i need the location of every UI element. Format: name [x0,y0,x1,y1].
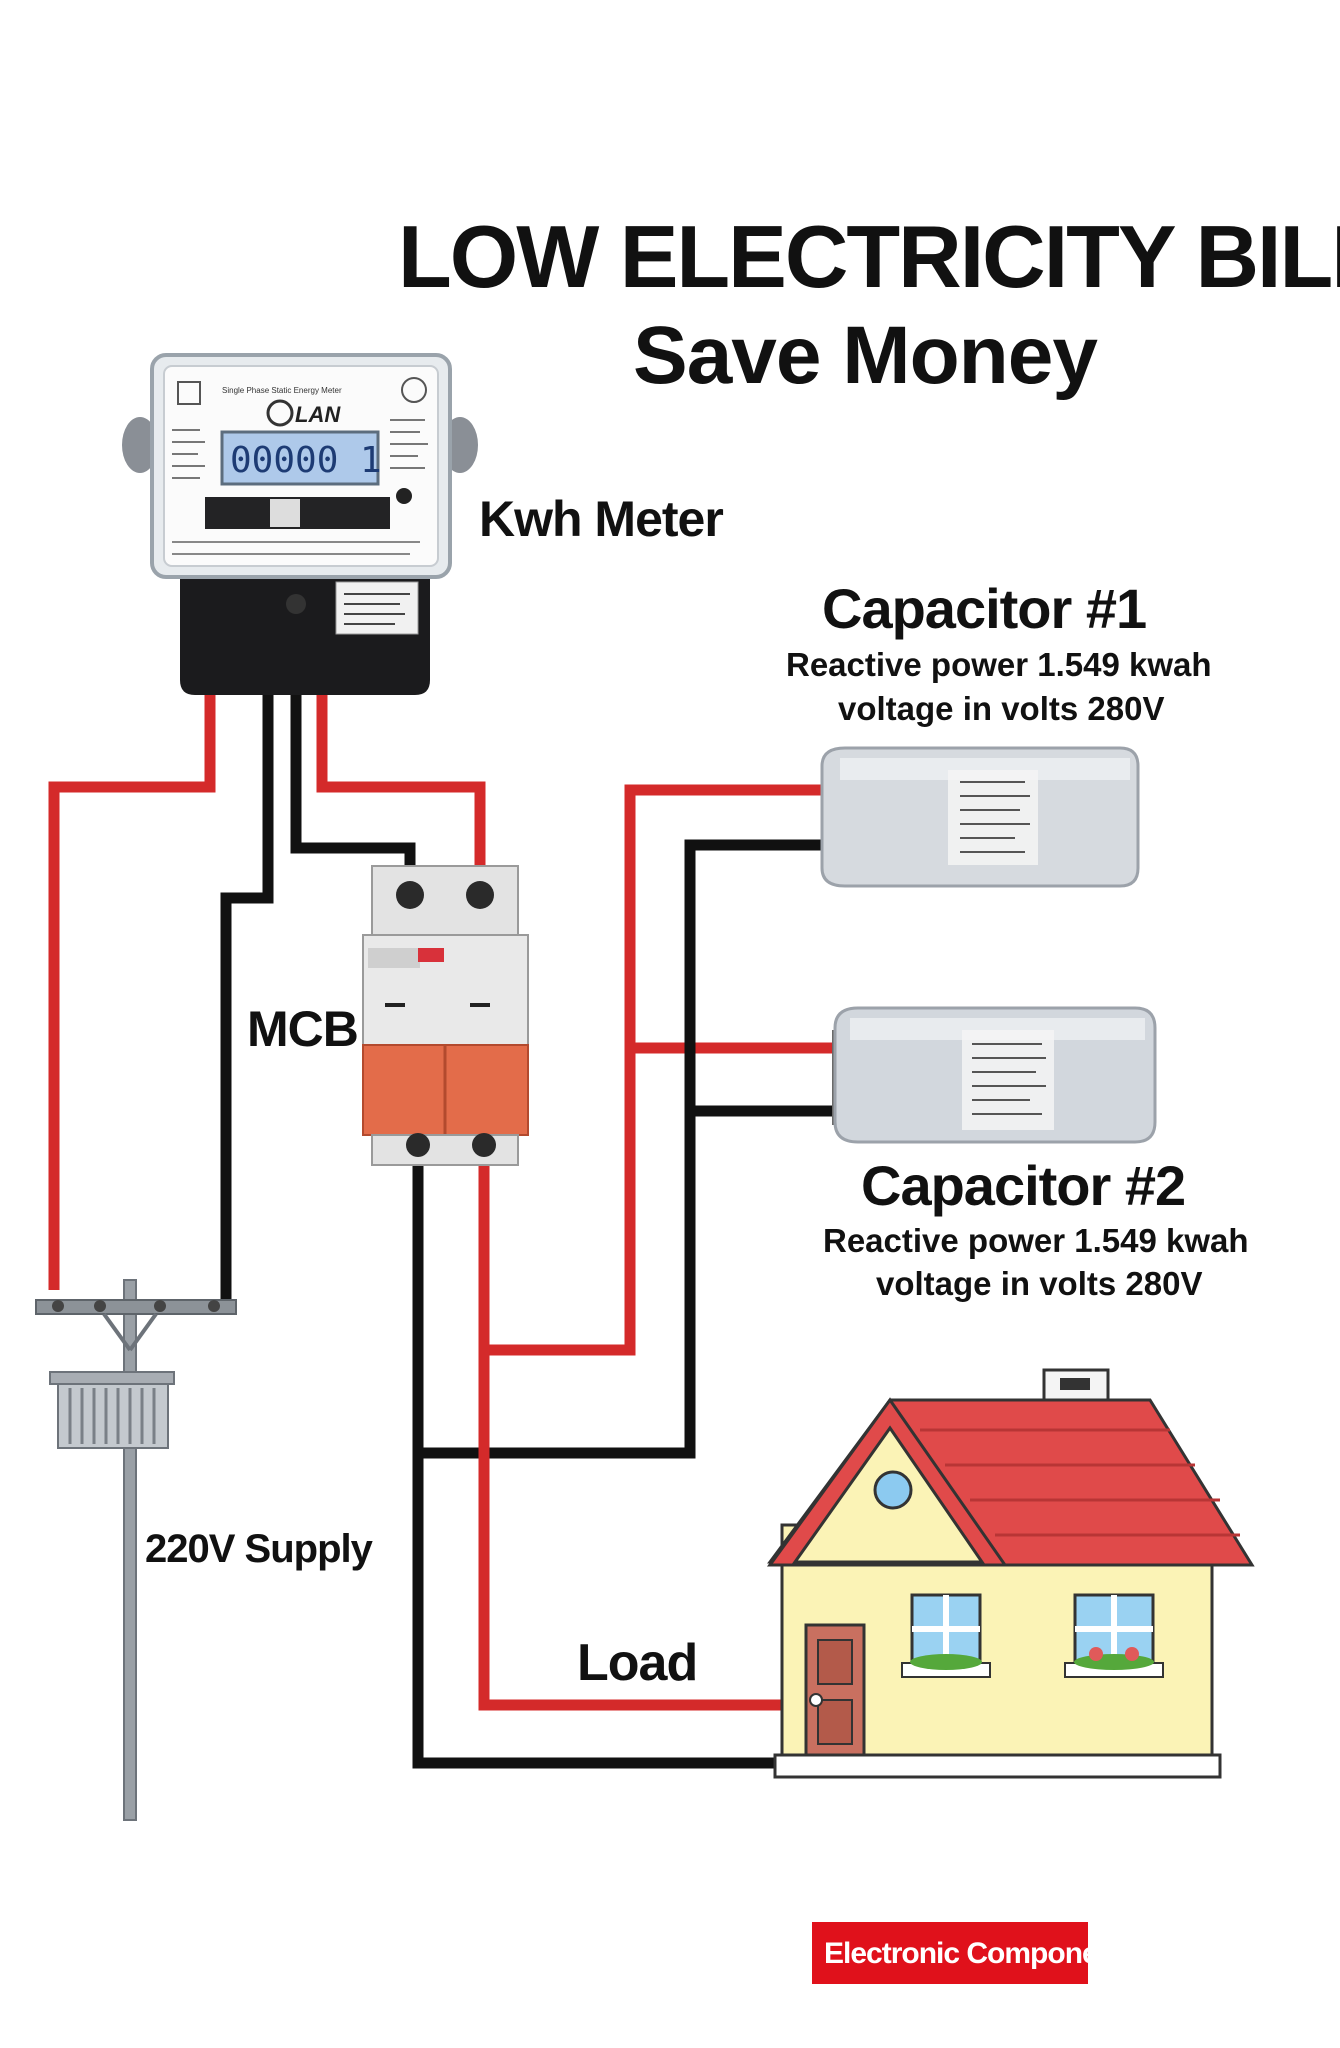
supply-label: 220V Supply [145,1527,374,1571]
title-line-1: LOW ELECTRICITY BILL [398,207,1340,306]
capacitor-1 [820,746,1140,888]
wire-mcb-capacitor-live [478,784,840,1356]
meter-brand: LAN [295,402,341,427]
wire-mcb-capacitor-neutral [412,839,840,1459]
capacitor-1-voltage: voltage in volts 280V [838,690,1164,727]
mcb-label: MCB [247,1001,358,1057]
utility-pole [35,1279,237,1821]
wire-pole-neutral [220,590,274,1300]
capacitor-1-name: Capacitor #1 [822,577,1146,640]
capacitor-2 [832,1006,1157,1144]
house [767,1368,1255,1779]
load-label: Load [577,1634,697,1692]
kwh-meter: Single Phase Static Energy Meter LAN 000… [122,353,478,695]
wire-pole-live [48,590,216,1290]
capacitor-2-reactive-power: Reactive power 1.549 kwah [823,1222,1249,1259]
mcb [362,865,529,1166]
meter-reading: 00000 1 [230,440,382,481]
electronic-components-badge: Electronic Components [812,1922,1141,1984]
wires [48,590,840,1769]
badge-text: Electronic Components [824,1937,1140,1970]
title-line-2: Save Money [633,310,1098,401]
capacitor-2-name: Capacitor #2 [861,1154,1185,1217]
meter-label: Kwh Meter [479,491,723,547]
capacitor-1-reactive-power: Reactive power 1.549 kwah [786,646,1212,683]
wire-load-live [478,1345,790,1711]
svg-text:Single Phase Static Energy Met: Single Phase Static Energy Meter [222,386,342,395]
capacitor-2-voltage: voltage in volts 280V [876,1265,1202,1302]
wire-load-neutral [412,1450,790,1769]
